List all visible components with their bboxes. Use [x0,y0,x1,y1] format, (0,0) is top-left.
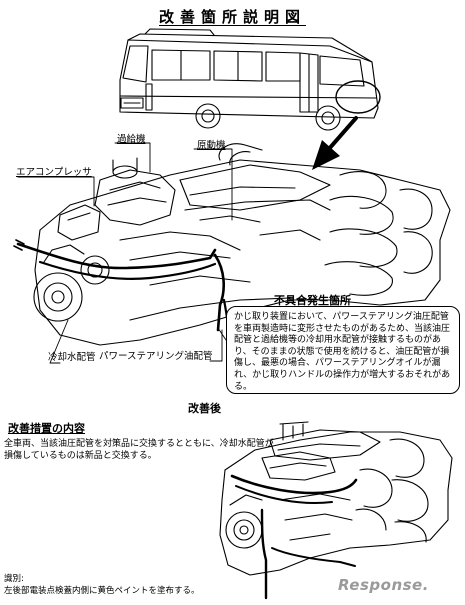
remedy-description: 全車両、当該油圧配管を対策品に交換するとともに、冷却水配管が損傷しているものは新… [4,439,274,461]
bus-illustration [119,28,381,131]
after-heading: 改善後 [188,402,221,415]
identification-label: 識別: [4,574,24,584]
pointer-arrow [312,116,358,170]
leader-lines [17,142,233,364]
remedy-heading: 改善措置の内容 [8,422,85,435]
defect-callout-box [226,306,460,394]
label-engine: 原動機 [197,140,226,151]
engine-illustration-before [13,143,451,362]
label-air-compressor: エアコンプレッサ [16,167,92,178]
page-title: 改善箇所説明図 [158,8,306,26]
defect-description: かじ取り装置において、パワーステアリング油圧配管を車両製造時に変形させたものがあ… [234,312,451,392]
label-coolant-pipe: 冷却水配管 [48,352,96,363]
defect-heading: 不具合発生箇所 [274,294,351,307]
identification-note: 識別: 左後部電装点検蓋内側に黄色ペイントを塗布する。 [4,573,200,597]
engine-illustration-after [219,421,453,600]
response-watermark: Response. [338,576,429,594]
label-turbocharger: 過給機 [117,134,146,145]
identification-text: 左後部電装点検蓋内側に黄色ペイントを塗布する。 [4,586,200,596]
label-power-steering-pipe: パワーステアリング油配管 [99,351,213,362]
